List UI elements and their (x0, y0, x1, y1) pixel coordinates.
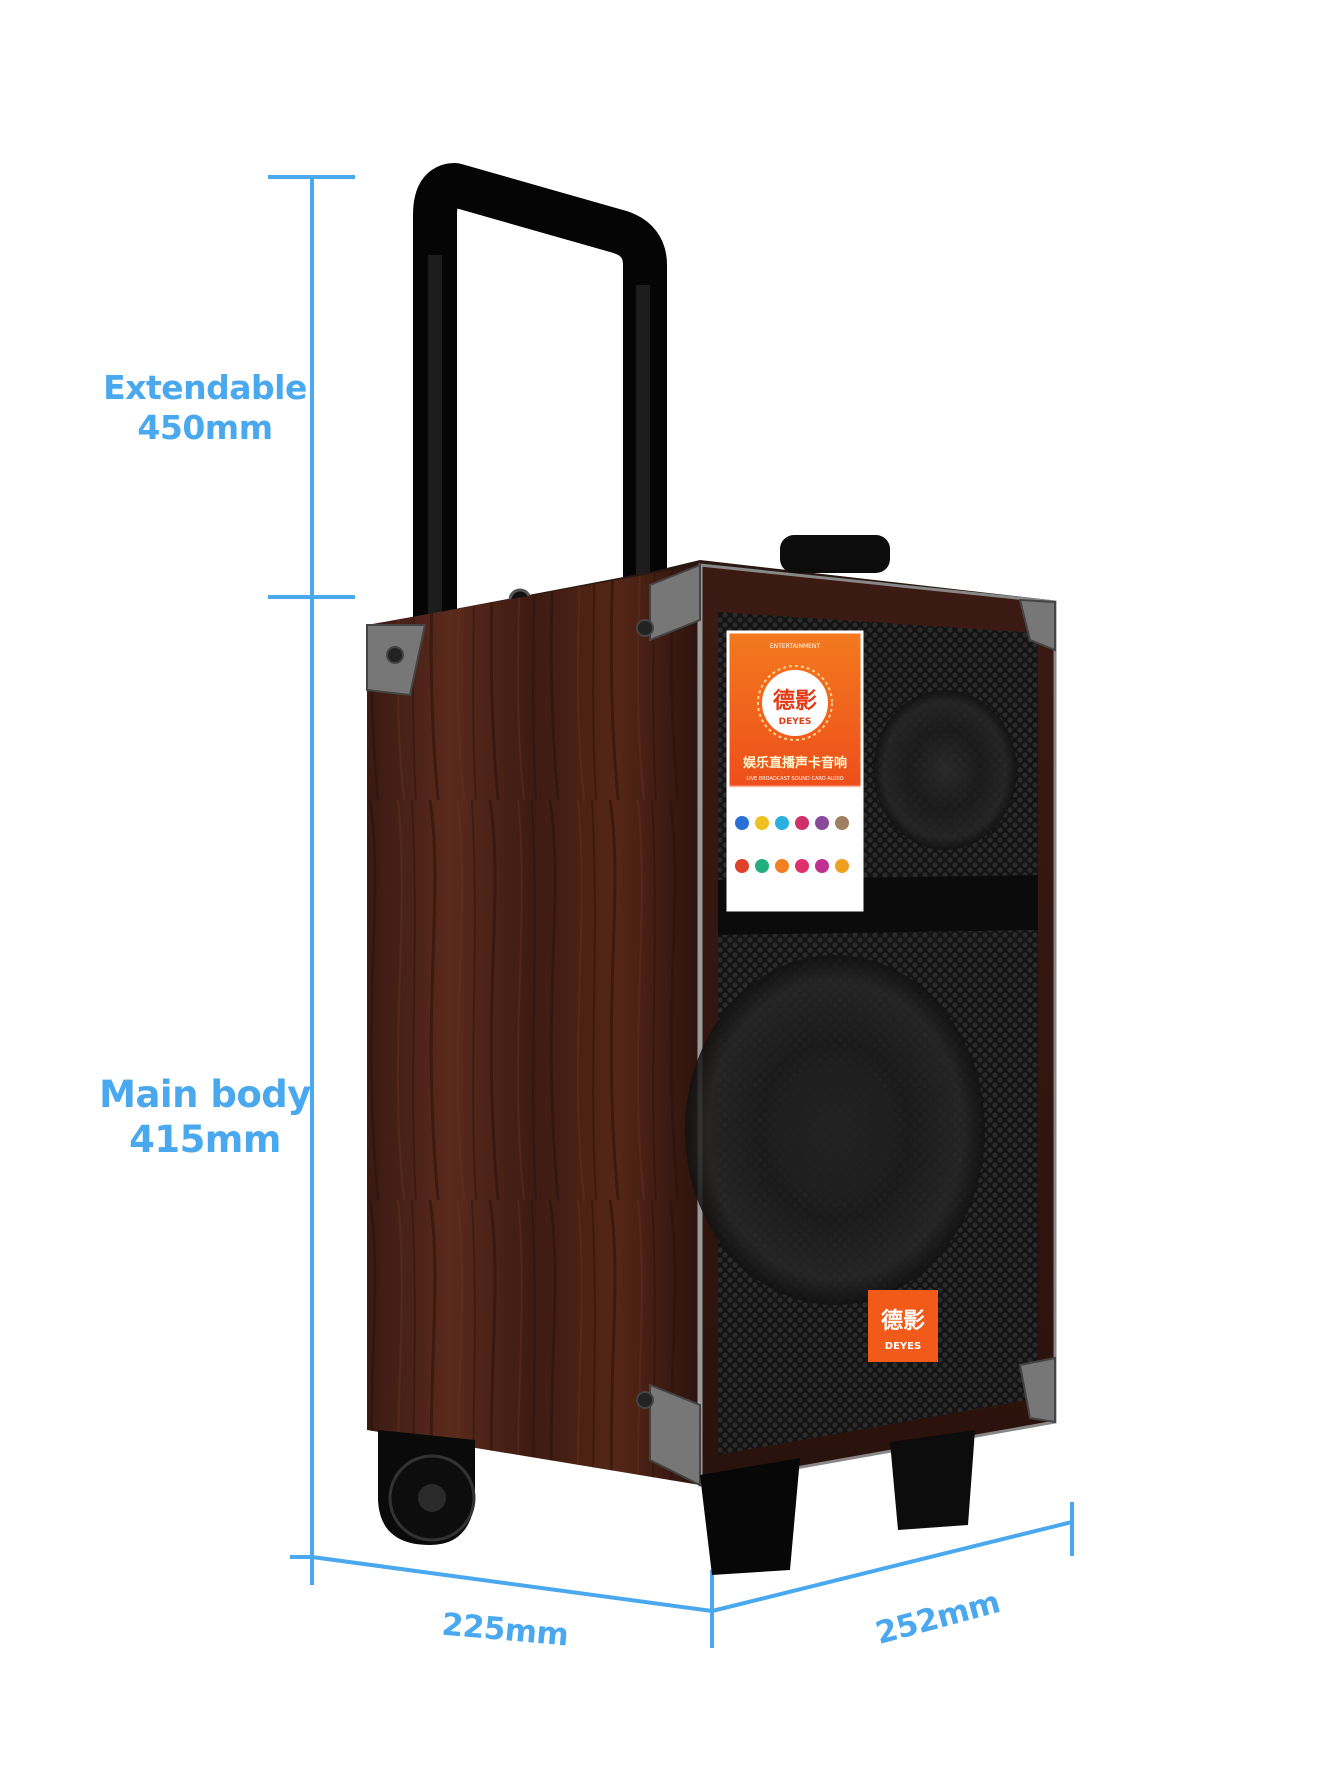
logo-badge-en: DEYES (885, 1341, 921, 1352)
panel-brand-cn: 德影 (773, 688, 817, 714)
handle-extension-label: Extendable 450mm (103, 368, 307, 448)
logo-badge: 德影 DEYES (868, 1290, 938, 1362)
wheels-and-feet (378, 1430, 975, 1575)
front-foot-right (890, 1430, 975, 1530)
logo-badge-cn: 德影 (881, 1308, 925, 1334)
depth-dimension-line (311, 1555, 713, 1613)
trolley-handle (413, 163, 667, 620)
width-dimension-line (711, 1520, 1073, 1613)
info-panel: ENTERTAINMENT 德影 DEYES 娱乐直播声卡音响 LIVE BRO… (726, 630, 864, 912)
panel-logo-circle (762, 670, 828, 736)
panel-feature-icons (735, 816, 849, 873)
main-body-label: Main body 415mm (99, 1073, 311, 1162)
front-foot-left (700, 1458, 800, 1575)
panel-tiny-top: ENTERTAINMENT (770, 643, 820, 650)
corner-guards (366, 563, 1056, 1487)
panel-heading: 娱乐直播声卡音响 (743, 755, 847, 771)
panel-brand-en: DEYES (779, 717, 812, 727)
carry-handle (780, 535, 890, 573)
panel-tiny-sub: LIVE BROADCAST SOUND CARD AUDIO (746, 776, 843, 782)
tweeter-cone (873, 690, 1017, 850)
dimension-lines (268, 175, 1074, 1648)
